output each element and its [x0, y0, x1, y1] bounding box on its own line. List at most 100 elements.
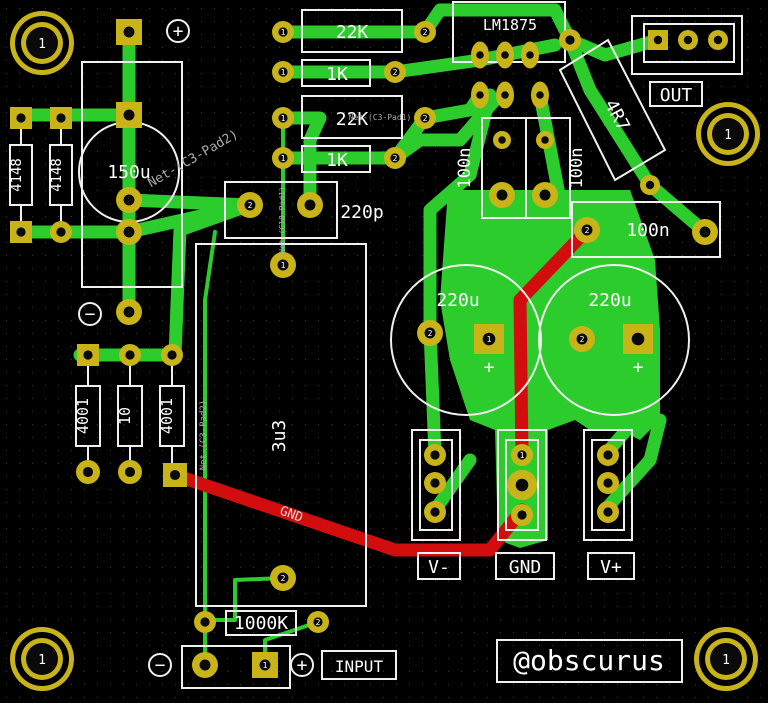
pad-gnd-3	[511, 504, 533, 526]
pad-220u-left-2: 2	[417, 320, 443, 346]
pad-1k-mid-1: 1	[272, 147, 294, 169]
pad-input-plus-number: 1	[263, 661, 268, 670]
pad-22k-top-2-number: 2	[423, 28, 428, 37]
label-220u-right: 220u	[588, 290, 631, 311]
net-label-c10-pad1: Net-(C10-Pad1)	[278, 186, 287, 253]
pad-ic-5	[496, 81, 514, 109]
label-10: 10	[116, 407, 134, 425]
pad-220p-1	[297, 192, 323, 218]
label-3u3: 3u3	[269, 420, 290, 453]
mounting-hole-bottom-right: 1	[694, 627, 758, 691]
pad-input-minus	[192, 652, 218, 678]
pad-220u-left-2-number: 2	[428, 329, 433, 338]
pad-vplus-1	[597, 444, 619, 466]
label-lm1875: LM1875	[483, 16, 537, 34]
pad-1k-mid-1-number: 1	[281, 154, 286, 163]
net-label-c3-pad1: Net-(C3-Pad1)	[349, 113, 412, 122]
pad-10-top	[119, 344, 141, 366]
pad-ic-4	[471, 81, 489, 109]
label-4148-b: 4148	[49, 158, 65, 192]
pad-220u-left-1-number: 1	[487, 335, 492, 344]
svg-text:1: 1	[722, 653, 730, 668]
silkscreen	[9, 1, 743, 689]
svg-text:1: 1	[724, 128, 732, 143]
pad-4148b-bot	[50, 221, 72, 243]
svg-text:1: 1	[38, 37, 46, 52]
pad-3u3-2-number: 2	[281, 574, 286, 583]
pad-1k-top-2-number: 2	[393, 68, 398, 77]
pad-3u3-1: 1	[270, 252, 296, 278]
pad-4148a-bot	[10, 221, 32, 243]
label-gnd: GND	[509, 557, 542, 578]
pad-1k-mid-2-number: 2	[393, 154, 398, 163]
pad-1k-top-1: 1	[272, 61, 294, 83]
pad-150u-b	[116, 187, 142, 213]
pad-100n-mid-v	[536, 131, 554, 149]
pad-4001a-top	[77, 344, 99, 366]
plus-sign-cap-left: +	[484, 357, 495, 378]
pad-input-plus: 1	[252, 652, 278, 678]
svg-text:1: 1	[38, 653, 46, 668]
pad-ic-2	[496, 41, 514, 69]
silkscreen-labels: 22K 1K 22K 1K LM1875 4R7 OUT 150u 4148 4…	[9, 16, 692, 677]
pad-out-2	[678, 30, 698, 50]
pad-22k-top-1: 1	[272, 21, 294, 43]
label-input: INPUT	[335, 657, 384, 676]
label-22k-mid: 22K	[336, 109, 369, 130]
pad-1000k-2: 2	[307, 611, 329, 633]
label-1k-mid: 1K	[326, 150, 348, 171]
plus-sign-top: +	[173, 21, 184, 42]
pad-gnd-2	[507, 470, 537, 500]
label-4148-a: 4148	[9, 158, 25, 192]
pad-4001a-bot	[76, 460, 100, 484]
label-100n-mid: 100n	[567, 148, 587, 189]
pad-220u-right-1	[623, 324, 653, 354]
pad-150u-a	[116, 102, 142, 128]
plus-sign-cap-right: +	[633, 357, 644, 378]
pad-100n-left-gnd	[489, 182, 515, 208]
label-100n-right: 100n	[626, 220, 669, 241]
pad-ic-1	[471, 41, 489, 69]
pad-ic-6	[531, 81, 549, 109]
pad-220p-2-number: 2	[248, 201, 253, 210]
pad-150u-minus	[116, 299, 142, 325]
net-label-c3-pad2-vertical: Net-(C3-Pad2)	[199, 400, 209, 470]
pad-4148a-top	[10, 107, 32, 129]
pad-4001b-top	[161, 344, 183, 366]
pad-150u-plus	[116, 19, 142, 45]
thin-traces	[203, 116, 320, 667]
pad-ic-3	[521, 41, 539, 69]
pad-100n-right-2: 2	[574, 217, 600, 243]
pad-gnd-1-number: 1	[520, 451, 525, 460]
pad-1000k-2-number: 2	[316, 618, 321, 627]
pad-4001b-bot	[163, 463, 187, 487]
pad-3u3-2: 2	[270, 565, 296, 591]
pad-gnd-1: 1	[511, 444, 533, 466]
pad-vminus-3	[424, 501, 446, 523]
pad-4148b-top	[50, 107, 72, 129]
pad-1k-top-2: 2	[384, 61, 406, 83]
label-4001-a: 4001	[74, 398, 92, 434]
mounting-hole-top-right: 1	[696, 102, 760, 166]
pad-100n-mid-gnd	[532, 182, 558, 208]
pad-220p-2: 2	[237, 192, 263, 218]
pad-1k-mid-2: 2	[384, 147, 406, 169]
pad-22k-top-2: 2	[414, 21, 436, 43]
label-out: OUT	[660, 85, 693, 106]
minus-sign-left: −	[85, 304, 96, 325]
author-label: @obscurus	[513, 644, 665, 677]
label-220p: 220p	[340, 202, 383, 223]
pad-vplus-2	[597, 472, 619, 494]
label-22k-top: 22K	[336, 22, 369, 43]
pad-22k-top-1-number: 1	[281, 28, 286, 37]
pad-out-1	[648, 30, 668, 50]
label-4001-b: 4001	[158, 398, 176, 434]
pad-100n-left-v	[493, 131, 511, 149]
plus-sign-input: +	[297, 655, 308, 676]
mounting-holes: 1 1 1 1	[10, 11, 760, 691]
pad-150u-c	[116, 219, 142, 245]
pad-vminus-2	[424, 472, 446, 494]
pad-220u-right-2: 2	[569, 326, 595, 352]
